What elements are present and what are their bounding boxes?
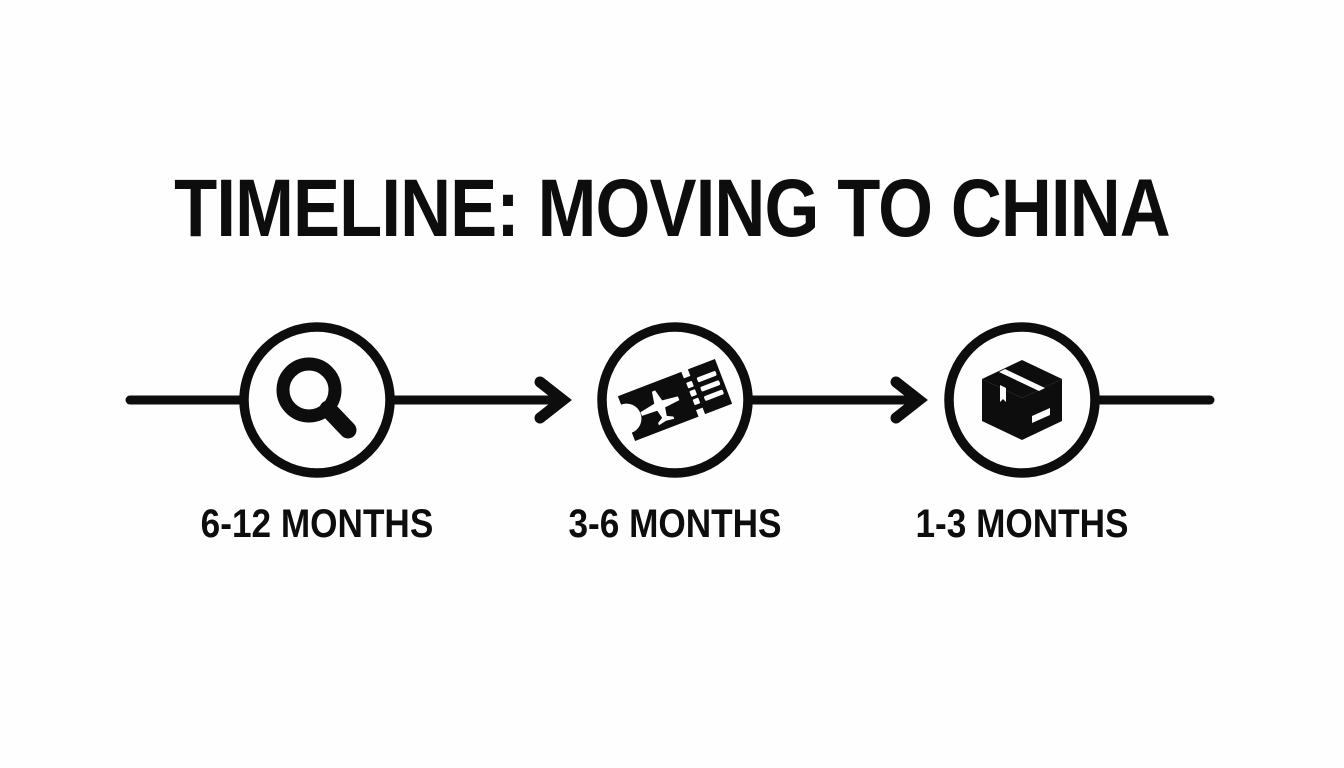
timeline-stage-packing[interactable]: 1-3 MONTHS — [915, 322, 1129, 546]
timeline-stage-booking[interactable]: 3-6 MONTHS — [568, 322, 782, 546]
package-box-icon — [982, 360, 1062, 440]
magnifying-glass-icon — [276, 357, 357, 439]
stage-research-label: 6-12 MONTHS — [201, 501, 434, 546]
timeline-track — [125, 376, 1215, 424]
stage-booking-label: 3-6 MONTHS — [568, 501, 781, 546]
airplane-ticket-icon — [617, 358, 733, 442]
page-title: TIMELINE: MOVING TO CHINA — [174, 163, 1170, 254]
connector-1 — [383, 376, 572, 424]
connector-2 — [741, 376, 928, 424]
timeline-stage-research[interactable]: 6-12 MONTHS — [201, 322, 434, 546]
stage-research-circle[interactable] — [239, 322, 395, 478]
connector-1-arrowhead-icon — [534, 376, 572, 424]
stage-packing-label: 1-3 MONTHS — [915, 501, 1128, 546]
connector-2-arrowhead-icon — [890, 376, 928, 424]
